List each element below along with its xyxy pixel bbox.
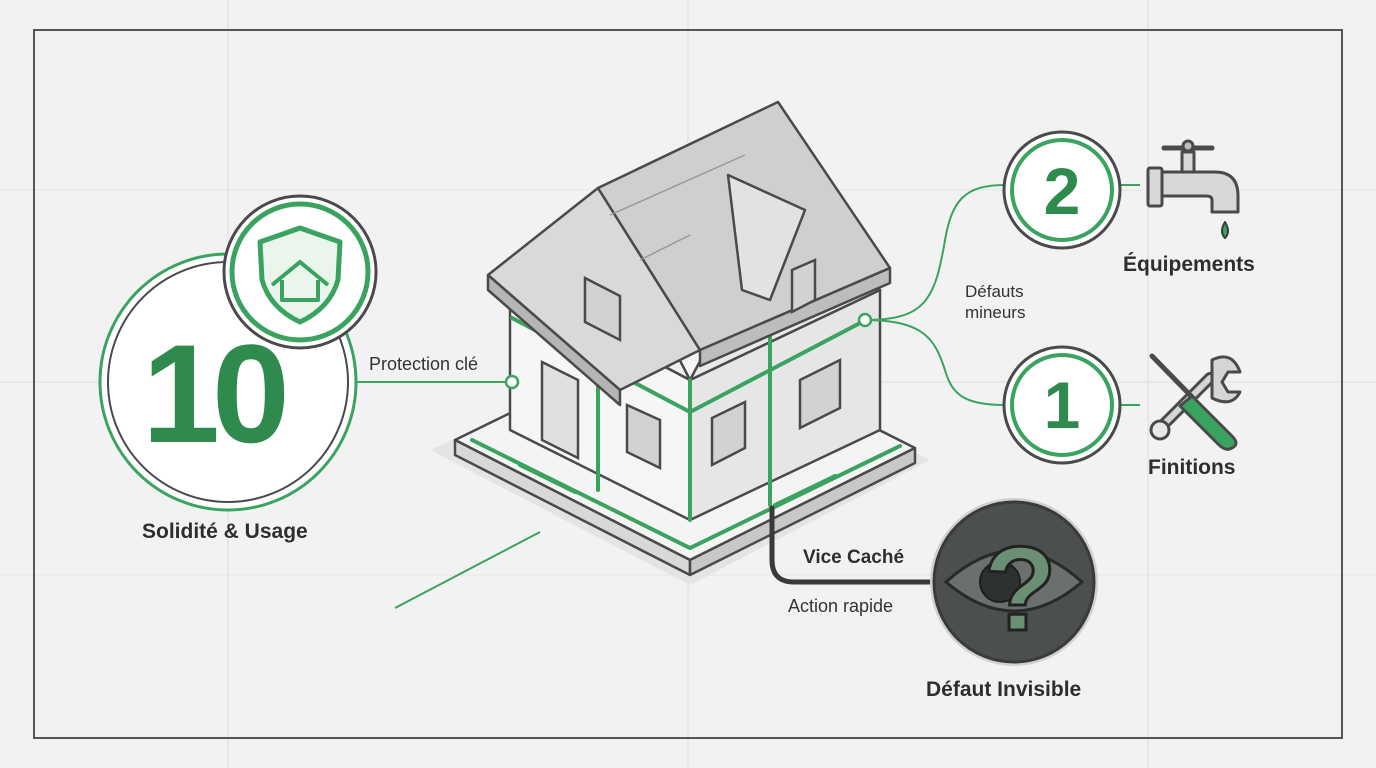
decennale-link-label: Protection clé xyxy=(369,354,479,374)
hidden-defect-pipe xyxy=(769,505,938,585)
parfait-achevement-number: 1 xyxy=(1044,368,1081,442)
hidden-defect-caption: Défaut Invisible xyxy=(926,678,1082,701)
outer-frame xyxy=(33,29,1343,739)
wrench-screwdriver-icon xyxy=(1149,353,1242,451)
minor-defects-label: Défauts mineurs xyxy=(965,282,1026,322)
biennale-number: 2 xyxy=(1044,154,1081,228)
hidden-defect-subtitle: Action rapide xyxy=(788,596,894,616)
faucet-icon xyxy=(1146,139,1240,239)
parfait-achevement-caption: Finitions xyxy=(1148,456,1236,479)
shield-house-icon xyxy=(222,194,378,350)
foundation-green-lines xyxy=(470,438,902,551)
hidden-defect-title: Vice Caché xyxy=(803,547,905,568)
connector-node-left xyxy=(504,374,520,390)
connector-node-right xyxy=(857,312,873,328)
biennale-caption: Équipements xyxy=(1123,253,1255,276)
parfait-achevement-badge: 1 xyxy=(1002,345,1122,465)
biennale-badge: 2 xyxy=(1002,130,1122,250)
hidden-defect-symbol: ? xyxy=(983,522,1056,656)
house-windows xyxy=(540,258,842,470)
eye-question-icon: ? xyxy=(930,498,1098,666)
decennale-caption: Solidité & Usage xyxy=(142,520,308,543)
connector-lines xyxy=(357,184,1140,609)
